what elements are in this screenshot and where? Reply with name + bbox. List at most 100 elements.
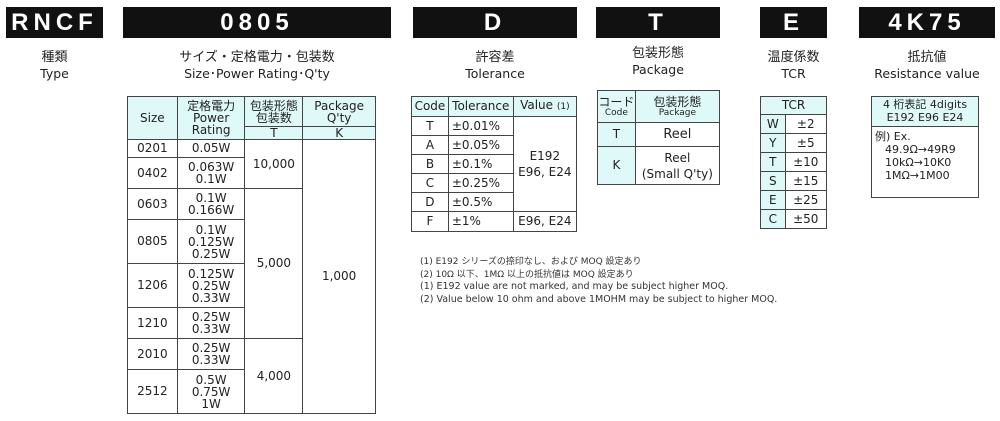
header-resistance: 4K75 [859,7,995,38]
subtitle-package: 包装形態 Package [596,45,720,78]
pkg-k-header: K [302,126,376,140]
footnote-1-en: (1) E192 value are not marked, and may b… [420,281,729,292]
tol-value-header: Value (1) [512,96,578,117]
tol-series-cell: E96, E24 [512,211,578,232]
rating-cell: 0.5W 0.75W 1W [176,369,246,414]
pkg-code-header-jp: コード [598,94,635,109]
tcr-code-cell: T [760,152,786,172]
footnote-1-jp: (1) E192 シリーズの捺印なし、および MOQ 設定あり [420,257,642,267]
tol-value-cell: ±0.1% [447,154,514,174]
tol-code-cell: A [411,135,449,155]
resistance-example: 1MΩ→1M00 [885,169,950,182]
pkg-type-header-en: Package [658,107,697,118]
tol-value-cell: ±0.01% [447,116,514,136]
tol-value-cell: ±0.5% [447,192,514,212]
tol-value-note: (1) [556,102,570,112]
subtitle-type: 種類 Type [6,49,103,82]
subtitle-tcr-en: TCR [781,66,806,81]
tol-value-cell: ±0.05% [447,135,514,155]
tol-code-cell: C [411,173,449,193]
header-size: 0805 [123,7,391,38]
pkg-code-cell: K [597,146,636,185]
footnotes: (1) E192 シリーズの捺印なし、および MOQ 設定あり (2) 10Ω … [420,256,777,306]
subtitle-tcr: 温度係数 TCR [745,49,842,82]
pkg-code-header-en: Code [604,107,628,118]
k-qty-cell: 1,000 [302,139,376,414]
rating-cell: 0.1W 0.125W 0.25W [176,219,246,264]
header-tolerance: D [413,7,577,38]
tcr-value-cell: ±50 [784,209,828,229]
tol-code-cell: B [411,154,449,174]
rating-cell: 0.25W 0.33W [176,338,246,370]
tol-value-cell: ±1% [447,211,514,232]
tcr-value-cell: ±15 [784,171,828,191]
pkg-code-header: コード Code [597,90,636,123]
package-table: コード Code 包装形態 Package T Reel K Reel (Sma… [597,90,721,185]
resistance-digits-label: 4 桁表記 4digits [882,98,968,111]
subtitle-type-jp: 種類 [41,50,68,65]
tcr-code-cell: C [760,209,786,229]
header-tcr: E [760,7,827,38]
rating-cell: 0.125W 0.25W 0.33W [176,263,246,308]
pkg-code-cell: T [597,122,636,147]
rating-cell: 0.1W 0.166W [176,188,246,220]
tol-code-cell: T [411,116,449,136]
resistance-example: 10kΩ→10K0 [885,156,952,169]
pkg-col-header-en: Package Q'ty [302,96,376,127]
footnote-2-jp: (2) 10Ω 以下、1MΩ 以上の抵抗値は MOQ 設定あり [420,269,634,280]
size-col-header: Size [127,96,178,140]
resistance-example: 49.9Ω→49R9 [885,143,956,156]
tcr-value-cell: ±5 [784,133,828,153]
subtitle-tol-en: Tolerance [465,66,525,81]
tol-value-cell: ±0.25% [447,173,514,193]
size-cell: 0603 [127,188,178,220]
resistance-box-header: 4 桁表記 4digits E192 E96 E24 [872,97,978,127]
tol-code-header: Code [411,96,449,117]
header-package: T [596,7,720,38]
tol-value-label: Value [520,98,554,112]
tcr-code-cell: S [760,171,786,191]
size-cell: 2512 [127,369,178,414]
resistance-box: 4 桁表記 4digits E192 E96 E24 例) Ex. 49.9Ω→… [871,96,979,198]
tcr-table: TCR W±2 Y±5 T±10 S±15 E±25 C±50 [760,96,828,229]
resistance-series-label: E192 E96 E24 [886,111,964,124]
t-qty-cell: 5,000 [244,188,304,339]
t-qty-cell: 4,000 [244,338,304,414]
tcr-code-cell: Y [760,133,786,153]
rating-cell: 0.25W 0.33W [176,307,246,339]
header-rncf: RNCF [6,7,103,38]
subtitle-tcr-jp: 温度係数 [767,50,820,65]
subtitle-resistance: 抵抗値 Resistance value [859,49,995,82]
size-cell: 1206 [127,263,178,308]
tcr-value-cell: ±2 [784,114,828,134]
subtitle-res-jp: 抵抗値 [907,50,947,65]
size-table: Size 定格電力 Power Rating 包装形態 包装数 Package … [127,96,376,414]
footnote-2-en: (2) Value below 10 ohm and above 1MOHM m… [420,293,778,305]
size-cell: 0201 [127,139,178,158]
rating-cell: 0.063W 0.1W [176,157,246,189]
subtitle-tol-jp: 許容差 [475,50,515,65]
pkg-type-cell: Reel (Small Q'ty) [634,146,721,185]
tolerance-table: Code Tolerance Value (1) T ±0.01% E192 E… [411,96,578,232]
tcr-value-cell: ±10 [784,152,828,172]
pkg-type-header-jp: 包装形態 [653,94,702,109]
resistance-example-label: 例) Ex. [875,130,911,143]
tcr-code-cell: E [760,190,786,210]
resistance-examples: 例) Ex. 49.9Ω→49R9 10kΩ→10K0 1MΩ→1M00 [872,127,978,182]
pkg-type-cell: Reel [634,122,721,147]
tol-code-cell: F [411,211,449,232]
pkg-type-header: 包装形態 Package [634,90,721,123]
tcr-code-cell: W [760,114,786,134]
tcr-header: TCR [760,96,827,115]
subtitle-size-jp: サイズ・定格電力・包装数 [179,50,335,65]
size-cell: 0402 [127,157,178,189]
subtitle-size-en: Size･Power Rating･Q'ty [184,66,330,81]
tol-series-cell: E192 E96, E24 [512,116,578,212]
rating-cell: 0.05W [176,139,246,158]
pkg-t-header: T [244,126,304,140]
subtitle-pkg-jp: 包装形態 [631,46,684,61]
pkg-col-header-jp: 包装形態 包装数 [244,96,304,127]
size-cell: 1210 [127,307,178,339]
subtitle-tolerance: 許容差 Tolerance [413,49,577,82]
tcr-value-cell: ±25 [784,190,828,210]
